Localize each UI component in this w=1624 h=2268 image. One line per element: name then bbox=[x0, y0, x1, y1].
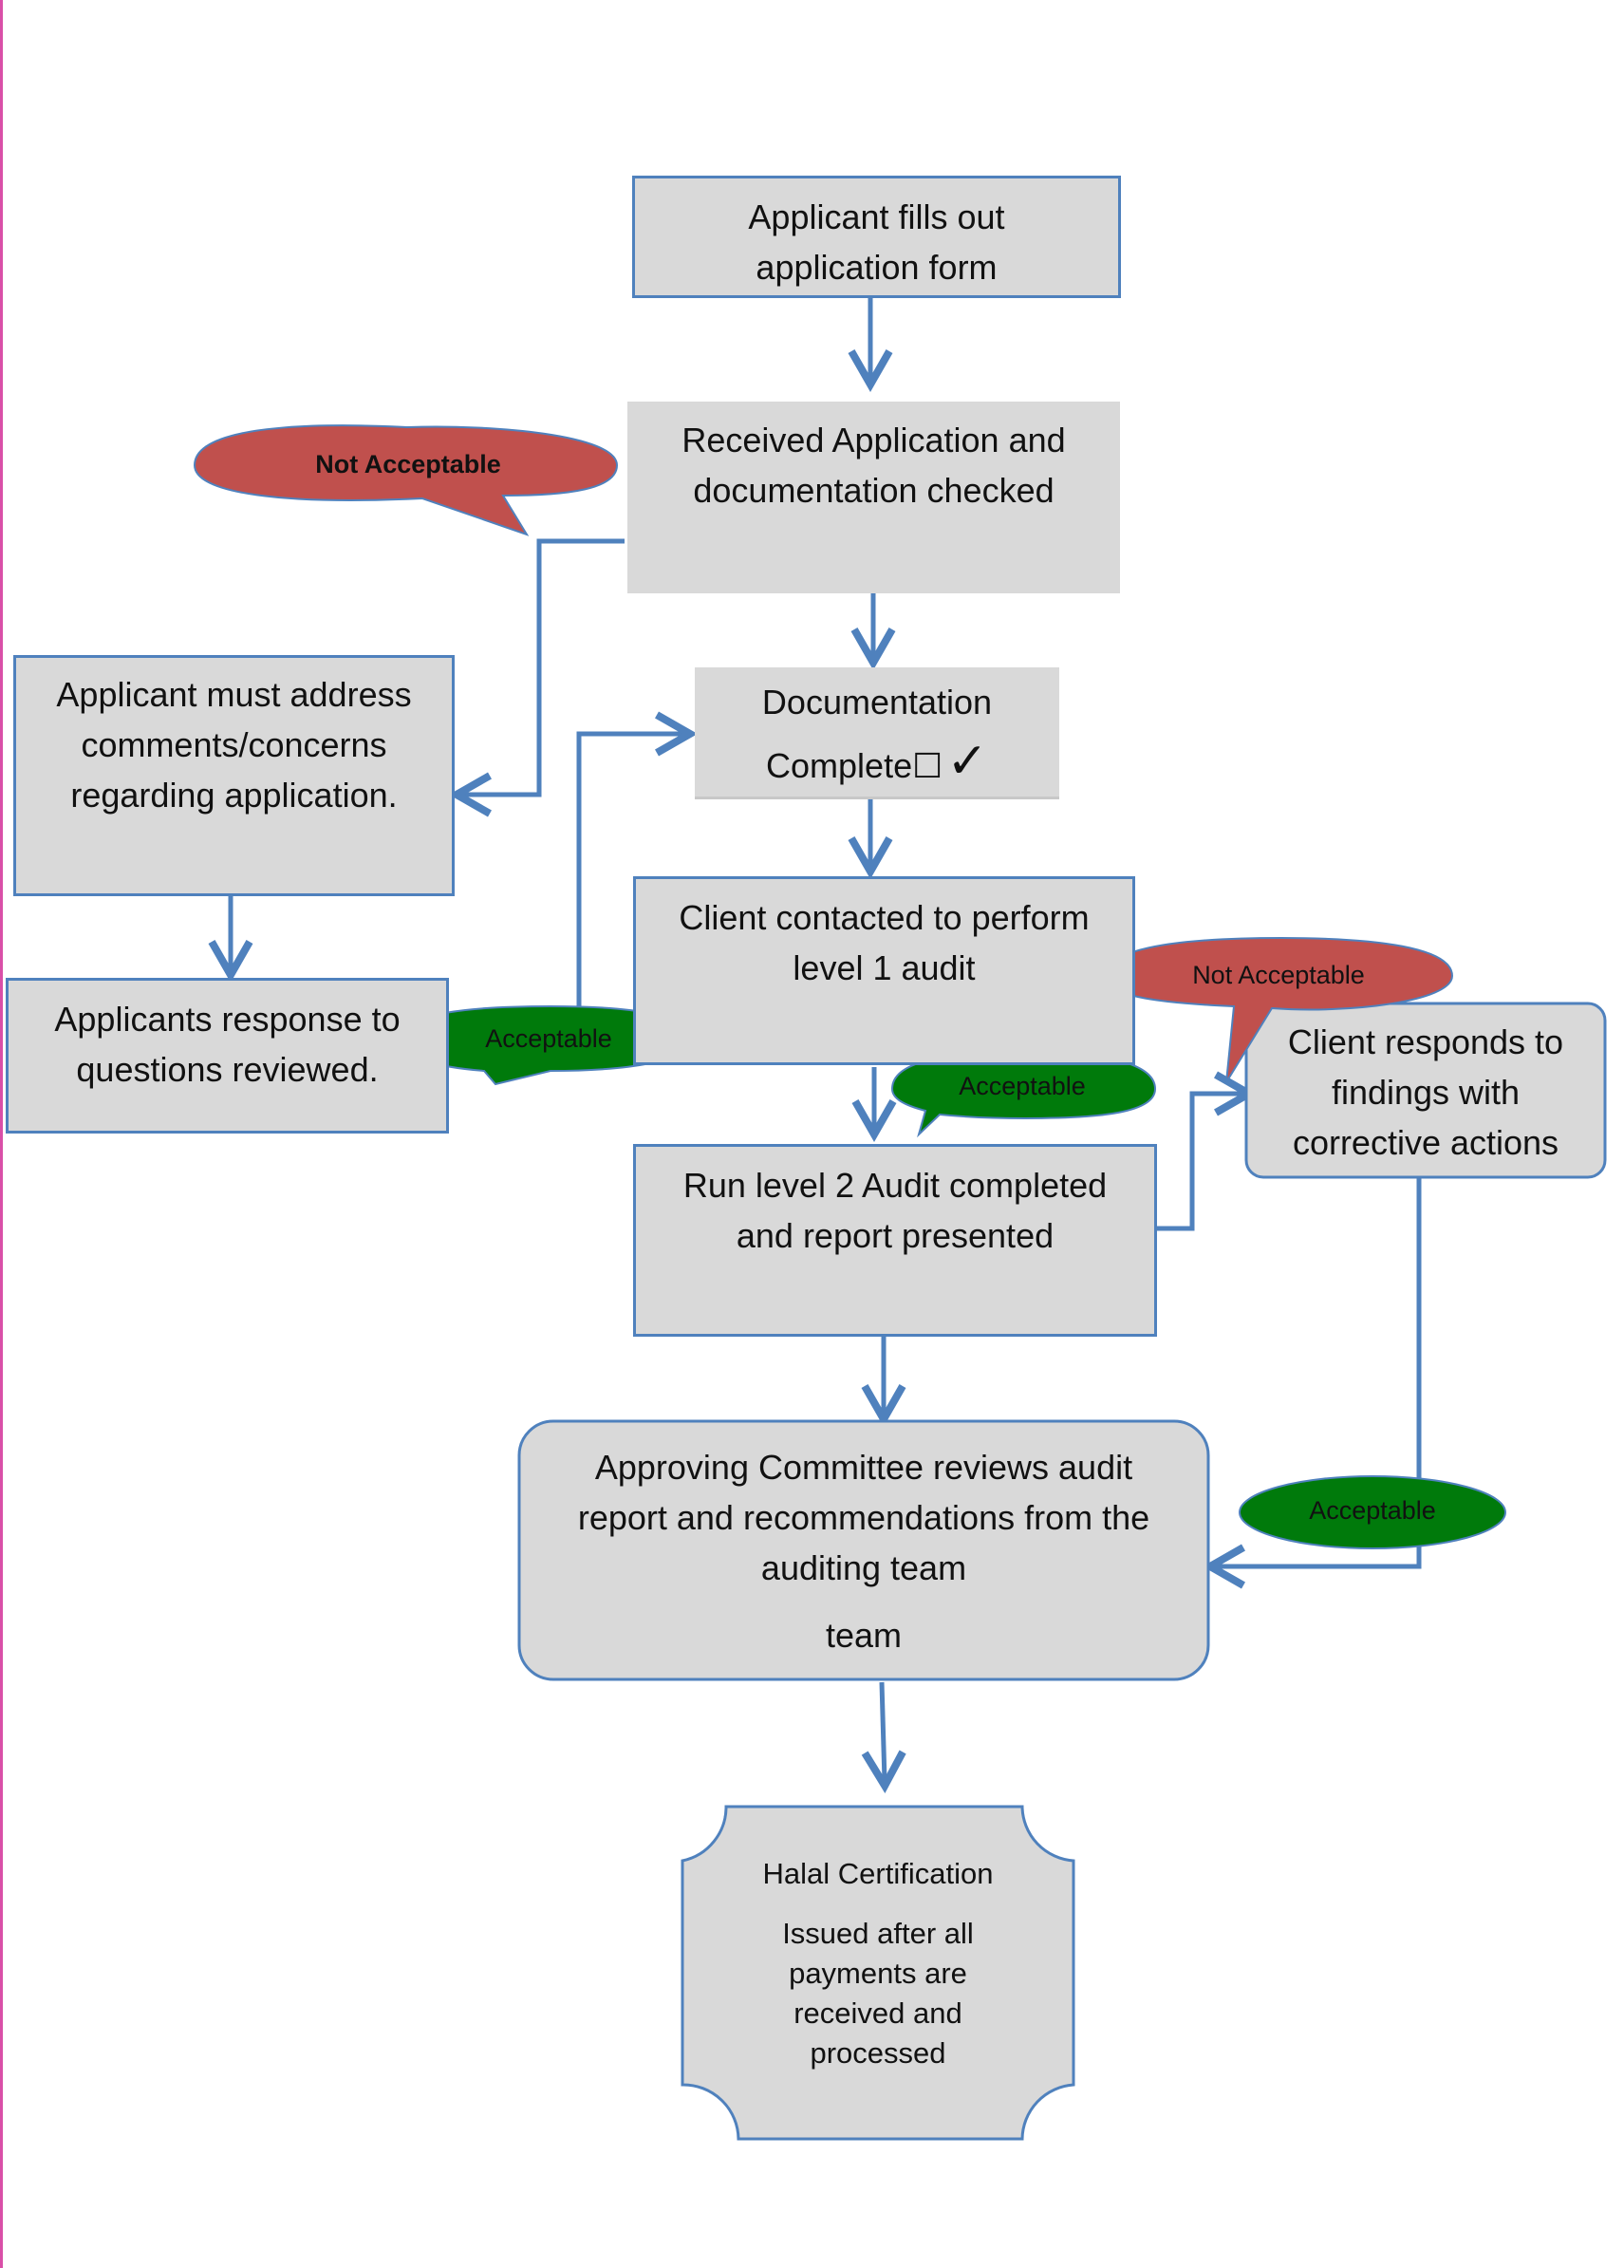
not-acceptable-bubble-1 bbox=[193, 424, 619, 536]
level2-audit-text: Run level 2 Audit completed and report p… bbox=[682, 1166, 1108, 1255]
not-acceptable-label-2: Not Acceptable bbox=[1192, 961, 1365, 989]
not-acceptable-label-1: Not Acceptable bbox=[315, 450, 501, 478]
documentation-complete-line2: Complete☐✓ bbox=[766, 737, 988, 791]
committee-extra-text: team bbox=[825, 1616, 903, 1655]
certification-plaque-shape bbox=[681, 1805, 1075, 2141]
received-application-box: Received Application and documentation c… bbox=[627, 402, 1120, 593]
arrow-response-to-documentation bbox=[576, 711, 699, 1006]
not-acceptable-bubble-2 bbox=[1104, 936, 1454, 1083]
acceptable-label-2: Acceptable bbox=[959, 1072, 1086, 1100]
acceptable-bubble-3 bbox=[1239, 1475, 1506, 1549]
address-comments-text: Applicant must address comments/concerns… bbox=[56, 675, 412, 815]
committee-box: Approving Committee reviews audit report… bbox=[519, 1421, 1208, 1679]
documentation-complete-text: Documentation bbox=[761, 683, 993, 722]
arrow-received-to-address bbox=[448, 538, 625, 817]
received-application-text: Received Application and documentation c… bbox=[681, 421, 1066, 510]
page-left-border bbox=[0, 0, 3, 2268]
check-mark-icon: ✓ bbox=[946, 733, 988, 790]
documentation-complete-label: Complete☐ bbox=[766, 746, 943, 785]
certification-body: Issued after all payments are received a… bbox=[782, 1917, 974, 2070]
arrow-client-responds-to-committee bbox=[1202, 1177, 1422, 1589]
client-responds-box: Client responds to findings with correct… bbox=[1246, 1003, 1605, 1177]
documentation-complete-box: Documentation Complete☐✓ bbox=[695, 667, 1059, 799]
address-comments-box: Applicant must address comments/concerns… bbox=[13, 655, 455, 896]
client-responds-text: Client responds to findings with correct… bbox=[1287, 1022, 1564, 1162]
certification-title: Halal Certification bbox=[762, 1857, 994, 1890]
halal-certification-box: Halal Certification Issued after all pay… bbox=[682, 1807, 1073, 2139]
acceptable-label-3: Acceptable bbox=[1309, 1496, 1436, 1525]
arrow-committee-to-certification bbox=[861, 1681, 906, 1794]
committee-text: Approving Committee reviews audit report… bbox=[577, 1448, 1150, 1587]
applicant-fills-form-box: Applicant fills out application form bbox=[632, 176, 1121, 298]
committee-box-shape bbox=[517, 1419, 1210, 1681]
applicant-fills-form-text: Applicant fills out application form bbox=[748, 197, 1005, 287]
response-reviewed-text: Applicants response to questions reviewe… bbox=[54, 1000, 401, 1089]
client-contacted-box: Client contacted to perform level 1 audi… bbox=[633, 876, 1135, 1065]
response-reviewed-box: Applicants response to questions reviewe… bbox=[6, 978, 449, 1134]
client-contacted-text: Client contacted to perform level 1 audi… bbox=[679, 898, 1090, 987]
level2-audit-box: Run level 2 Audit completed and report p… bbox=[633, 1144, 1157, 1337]
client-responds-box-shape bbox=[1244, 1002, 1607, 1179]
arrow-level2-to-client-responds bbox=[1129, 1071, 1258, 1231]
acceptable-label-1: Acceptable bbox=[485, 1024, 612, 1053]
